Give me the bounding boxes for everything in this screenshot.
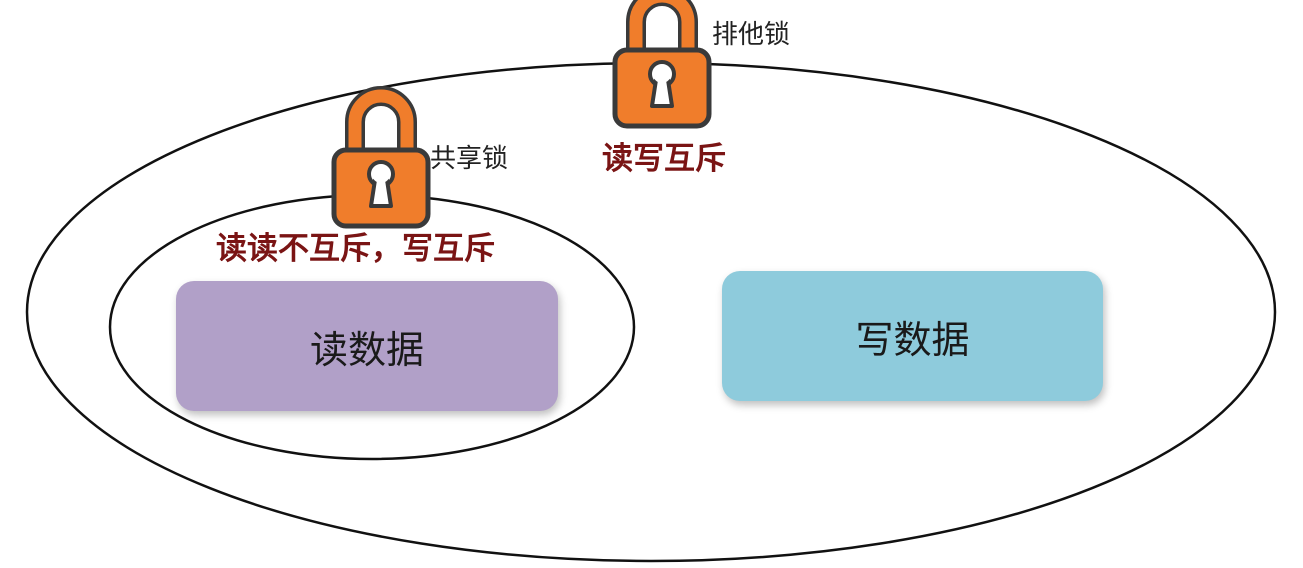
write-data-label: 写数据	[855, 317, 970, 362]
exclusive-lock-rule: 读写互斥	[602, 141, 726, 177]
exclusive-lock-padlock-icon	[615, 0, 709, 126]
write-data-box: 写数据	[722, 271, 1103, 401]
read-data-box: 读数据	[176, 281, 558, 411]
shared-lock-label: 共享锁	[430, 144, 509, 174]
shared-lock-padlock-icon	[334, 96, 428, 226]
shared-lock-rule: 读读不互斥，写互斥	[216, 231, 495, 267]
exclusive-lock-label: 排他锁	[712, 20, 791, 50]
read-data-label: 读数据	[309, 327, 424, 372]
